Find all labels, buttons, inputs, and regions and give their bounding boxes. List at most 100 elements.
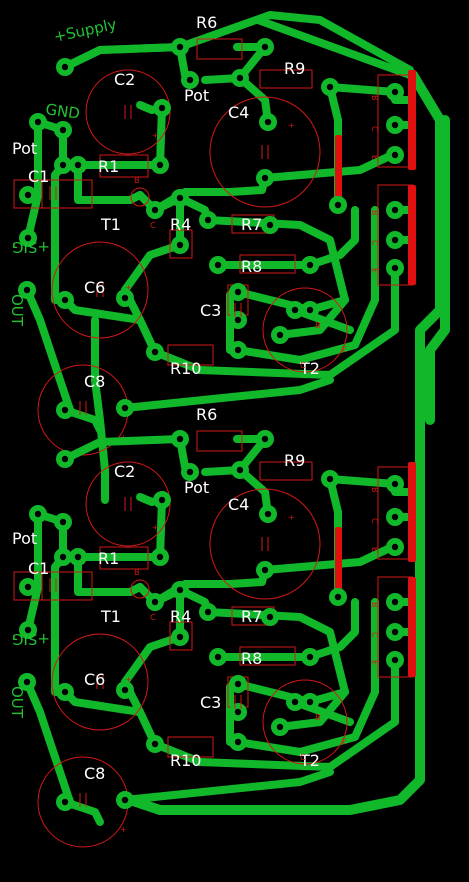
- pad-hole: [261, 43, 269, 51]
- pad-hole: [176, 194, 184, 202]
- pin-mark: B: [370, 95, 379, 101]
- component-outline: [130, 579, 150, 599]
- jumper-bar: [408, 462, 416, 562]
- pin-mark: C: [150, 613, 156, 622]
- component-label-r9: R9: [284, 451, 305, 470]
- sig-label: +SIG: [12, 238, 50, 256]
- copper-trace: [236, 435, 272, 518]
- pad-hole: [23, 678, 31, 686]
- pad-hole: [59, 518, 67, 526]
- component-label-c1: C1: [28, 559, 49, 578]
- component-label-r6: R6: [196, 405, 217, 424]
- pin-mark: B: [370, 602, 379, 608]
- pin-mark: B: [370, 210, 379, 216]
- copper-trace: [326, 83, 399, 96]
- copper-trace: [61, 688, 159, 748]
- component-label-t1: T1: [100, 215, 121, 234]
- pad-hole: [391, 121, 399, 129]
- copper-trace: [23, 286, 74, 414]
- pad-hole: [74, 161, 82, 169]
- pad-hole: [61, 455, 69, 463]
- pad-hole: [151, 740, 159, 748]
- pad-hole: [234, 288, 242, 296]
- pad-hole: [156, 161, 164, 169]
- pin-mark: C: [370, 632, 379, 638]
- gnd-label: GND: [44, 100, 81, 123]
- copper-trace: [121, 633, 184, 686]
- pad-hole: [158, 496, 166, 504]
- component-label-c1: C1: [28, 167, 49, 186]
- pad-hole: [23, 286, 31, 294]
- pad-hole: [121, 796, 129, 804]
- copper-trace: [24, 510, 42, 634]
- copper-trace: [61, 43, 184, 71]
- pin-mark: C: [300, 361, 306, 370]
- copper-trace: [121, 376, 334, 412]
- component-outline: [262, 287, 348, 373]
- pin-mark: E: [370, 268, 379, 273]
- pin-mark: B: [134, 568, 140, 577]
- pin-mark: E: [370, 547, 379, 552]
- pad-hole: [234, 738, 242, 746]
- component-outline: [167, 344, 214, 366]
- out-label: OUT: [8, 686, 26, 719]
- pin-mark: C: [150, 221, 156, 230]
- pad-hole: [391, 151, 399, 159]
- component-label-c4: C4: [228, 103, 249, 122]
- component-label-r10: R10: [170, 751, 201, 770]
- component-outline: [51, 633, 149, 731]
- component-outline: [169, 621, 193, 651]
- pad-hole: [291, 698, 299, 706]
- pad-hole: [391, 206, 399, 214]
- pad-hole: [156, 553, 164, 561]
- pad-hole: [34, 510, 42, 518]
- pad-hole: [151, 206, 159, 214]
- component-outline: [169, 229, 193, 259]
- pin-mark: B: [134, 176, 140, 185]
- component-label-pot_a: Pot: [184, 478, 209, 497]
- pad-hole: [391, 264, 399, 272]
- copper-trace: [61, 798, 104, 826]
- pin-mark: C: [370, 518, 379, 524]
- pad-hole: [261, 435, 269, 443]
- copper-trace: [261, 151, 396, 182]
- component-outline: [239, 646, 296, 666]
- copper-trace: [306, 598, 359, 661]
- pad-hole: [24, 234, 32, 242]
- pad-hole: [204, 216, 212, 224]
- component-label-t2: T2: [299, 751, 320, 770]
- component-label-r7: R7: [241, 607, 262, 626]
- pad-hole: [234, 708, 242, 716]
- copper-trace: [74, 104, 166, 169]
- pin-mark: C: [300, 753, 306, 762]
- pad-hole: [151, 598, 159, 606]
- component-label-c2: C2: [114, 70, 135, 89]
- copper-trace: [236, 43, 272, 126]
- pot-label-left: Pot: [12, 139, 37, 158]
- pad-hole: [276, 723, 284, 731]
- pad-hole: [234, 680, 242, 688]
- pin-mark: B: [370, 487, 379, 493]
- jumper-bar: [408, 70, 416, 170]
- component-label-c3: C3: [200, 301, 221, 320]
- component-label-t1: T1: [100, 607, 121, 626]
- pin-mark: B: [315, 713, 321, 722]
- component-label-r7: R7: [241, 215, 262, 234]
- pad-hole: [334, 593, 342, 601]
- component-outline: [41, 571, 93, 601]
- pad-hole: [326, 83, 334, 91]
- copper-trace: [61, 435, 184, 463]
- pad-hole: [391, 598, 399, 606]
- pad-hole: [261, 566, 269, 574]
- pad-hole: [176, 435, 184, 443]
- pad-hole: [306, 261, 314, 269]
- component-label-r9: R9: [284, 59, 305, 78]
- component-label-r1: R1: [98, 157, 119, 176]
- copper-trace: [74, 161, 144, 204]
- component-label-r1: R1: [98, 549, 119, 568]
- pad-hole: [326, 475, 334, 483]
- component-outline: [209, 488, 321, 600]
- sig-label: +SIG: [12, 630, 50, 648]
